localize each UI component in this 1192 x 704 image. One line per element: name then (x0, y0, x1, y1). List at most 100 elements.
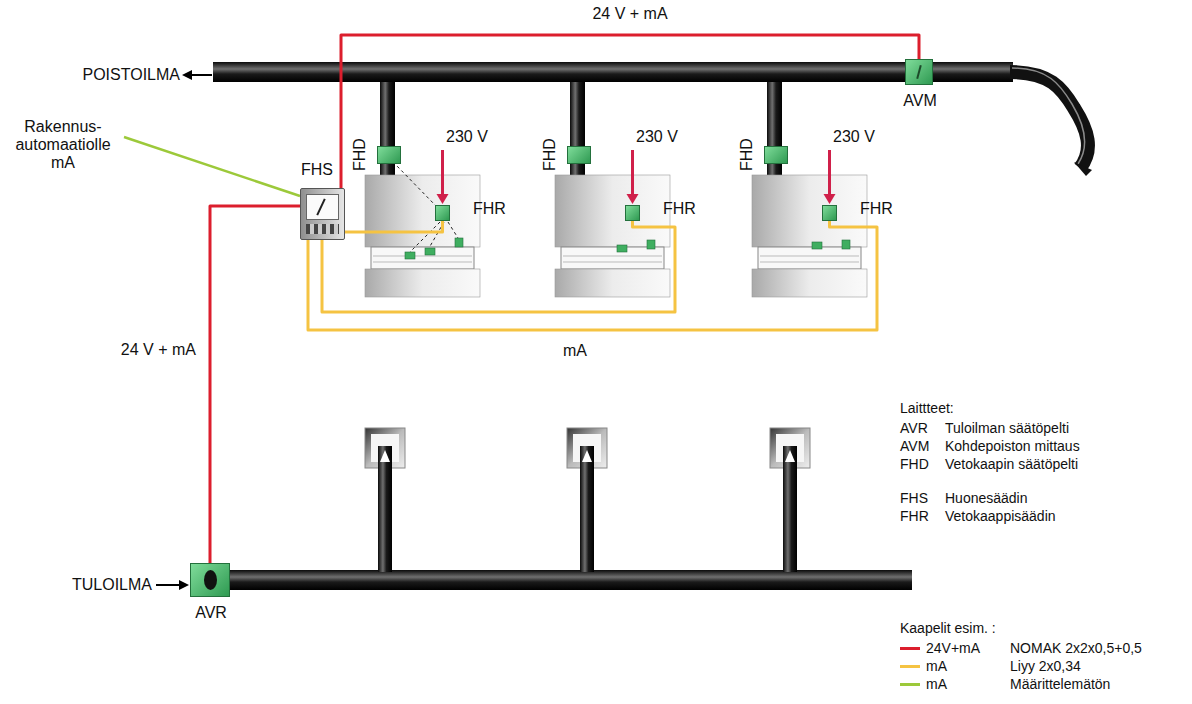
airflow-arrow (156, 70, 212, 590)
device-code: FHD (900, 456, 929, 473)
cable-swatch (900, 647, 920, 650)
airflow-arrow (156, 584, 181, 586)
power-arrow (631, 150, 634, 196)
power-arrow (627, 194, 639, 204)
supply-diffuser (580, 446, 594, 572)
legend-heading: Laittteet: (900, 400, 954, 417)
device-code: AVR (195, 604, 227, 622)
hood-controller: FHR (822, 205, 837, 221)
fume-hood (752, 175, 867, 247)
hood-sensor (842, 240, 850, 249)
room-controller: FHS (300, 188, 345, 240)
voltage-label: 230 V (833, 128, 875, 146)
exhaust-duct (213, 62, 1092, 176)
supply-duct (228, 570, 912, 590)
fume-hood (563, 256, 662, 257)
hood-damper: FHD (377, 146, 401, 164)
fume-hood (365, 175, 480, 247)
fume-hood (365, 175, 867, 297)
cable-wire (210, 206, 300, 563)
airflow-arrow (190, 74, 212, 76)
voltage-label: 230 V (446, 128, 488, 146)
hood-sensor (405, 252, 415, 259)
fume-hood (365, 269, 480, 297)
device-description: Vetokaappisäädin (945, 508, 1056, 525)
cable-wire (345, 221, 443, 232)
device-code: FHR (860, 200, 893, 218)
device-code: FHR (473, 200, 506, 218)
device-code: AVM (903, 92, 936, 110)
fume-hood (373, 262, 472, 263)
device-code: FHR (663, 200, 696, 218)
airflow-arrow (182, 70, 192, 80)
meter-face (306, 194, 339, 220)
supply-diffuser (783, 446, 797, 572)
cable-swatch (900, 683, 920, 686)
exhaust-duct (1074, 162, 1092, 176)
power-arrow (828, 150, 831, 196)
device-code: AVR (900, 420, 928, 437)
device-description: Tuloilman säätöpelti (945, 420, 1069, 437)
fume-hood (760, 262, 859, 263)
airflow-label: POISTOILMA (82, 66, 180, 84)
cable-type: Määrittelemätön (1010, 676, 1110, 693)
wire-label: mA (561, 342, 589, 360)
meter-buttons (306, 224, 339, 234)
bms-signal-line (124, 137, 300, 196)
fume-hood (555, 175, 670, 247)
supply-diffuser (365, 428, 810, 572)
exhaust-duct (1012, 68, 1085, 164)
power-arrow (824, 194, 836, 204)
supply-diffuser (582, 450, 592, 462)
hood-sensor (812, 242, 822, 249)
hood-sensor (425, 248, 435, 255)
legend-heading: Kaapelit esim. : (900, 620, 996, 637)
fume-hood (561, 247, 664, 269)
hood-sensor (405, 238, 850, 259)
device-code: FHR (900, 508, 929, 525)
cable-wire (341, 35, 919, 188)
legend-text: mA (926, 676, 947, 693)
hood-controller: FHR (435, 205, 450, 221)
power-arrow (437, 194, 449, 204)
wire-label: 24 V + mA (119, 341, 198, 359)
hood-damper: FHD (764, 146, 788, 164)
device-description: Vetokaapin säätöpelti (945, 456, 1078, 473)
voltage-label: 230 V (636, 128, 678, 146)
cable-type: NOMAK 2x2x0,5+0,5 (1010, 640, 1142, 657)
cable-type: Liyy 2x0,34 (1010, 658, 1081, 675)
exhaust-branch-duct (380, 82, 782, 177)
damper-blade (204, 570, 217, 590)
cable-wire (308, 221, 877, 330)
sensor-dashed-link (396, 165, 458, 252)
supply-diffuser (380, 450, 390, 462)
bms-signal-line (124, 137, 300, 196)
exhaust-duct (1010, 72, 1088, 168)
legend-text: mA (926, 658, 947, 675)
supply-damper: AVR (190, 563, 230, 597)
supply-diffuser (785, 450, 795, 462)
fume-hood (758, 247, 861, 269)
device-code: FHD (351, 138, 369, 171)
fume-hood (563, 262, 662, 263)
supply-diffuser (378, 446, 392, 572)
hood-sensor (455, 238, 463, 247)
device-code: FHD (738, 138, 756, 171)
fume-hood (371, 247, 474, 269)
device-code: FHS (900, 490, 928, 507)
device-code: FHD (541, 138, 559, 171)
device-description: Huonesäädin (945, 490, 1028, 507)
fume-hood (555, 269, 670, 297)
device-code: AVM (900, 438, 929, 455)
sensor-dashed-link (396, 165, 437, 207)
cable-wire (322, 221, 675, 312)
airflow-arrow (179, 580, 189, 590)
hood-controller: FHR (625, 205, 640, 221)
device-description: Kohdepoiston mittaus (945, 438, 1080, 455)
sensor-mark (916, 65, 922, 79)
device-code: FHS (301, 161, 333, 179)
sensor-dashed-link (448, 222, 458, 238)
hood-sensor (647, 240, 655, 249)
